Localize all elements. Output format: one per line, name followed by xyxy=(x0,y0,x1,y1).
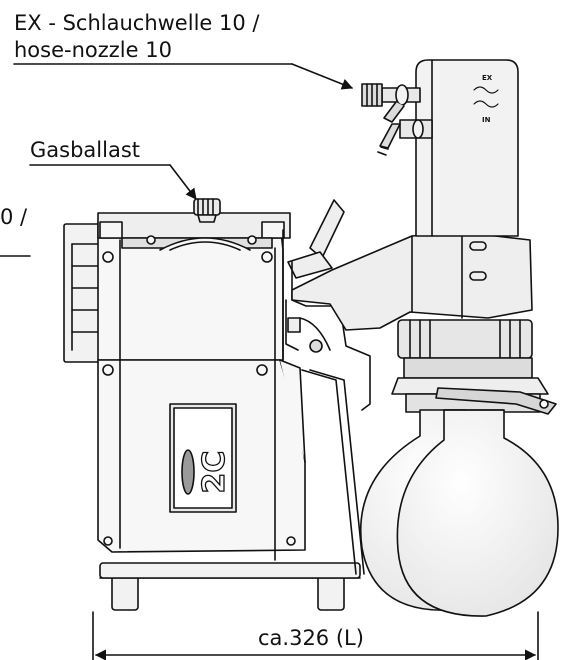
dimension-line xyxy=(92,611,539,660)
condenser-arm xyxy=(291,231,533,331)
pump-feet xyxy=(99,562,361,611)
port-mark-ex: EX xyxy=(482,74,493,82)
cooling-fins xyxy=(63,223,101,363)
leader-lines xyxy=(0,63,354,257)
left-cut-label: 0 / xyxy=(0,205,28,229)
exhaust-label-line2: hose-nozzle 10 xyxy=(14,38,172,62)
exhaust-label-line1: EX - Schlauchwelle 10 / xyxy=(14,11,260,35)
round-flasks xyxy=(360,409,559,617)
overall-length-dimension: ca.326 (L) xyxy=(258,626,364,650)
port-mark-in: IN xyxy=(482,116,491,124)
condenser-column xyxy=(361,59,519,237)
gas-ballast-knob xyxy=(193,198,221,223)
carry-handle xyxy=(287,199,345,279)
gas-ballast-label: Gasballast xyxy=(30,138,140,162)
gas-ballast-leader xyxy=(169,164,197,200)
exhaust-leader xyxy=(291,63,354,90)
badge-model-text: 2C xyxy=(197,451,232,494)
pump-housing xyxy=(97,212,306,561)
condenser-collar xyxy=(391,319,557,415)
